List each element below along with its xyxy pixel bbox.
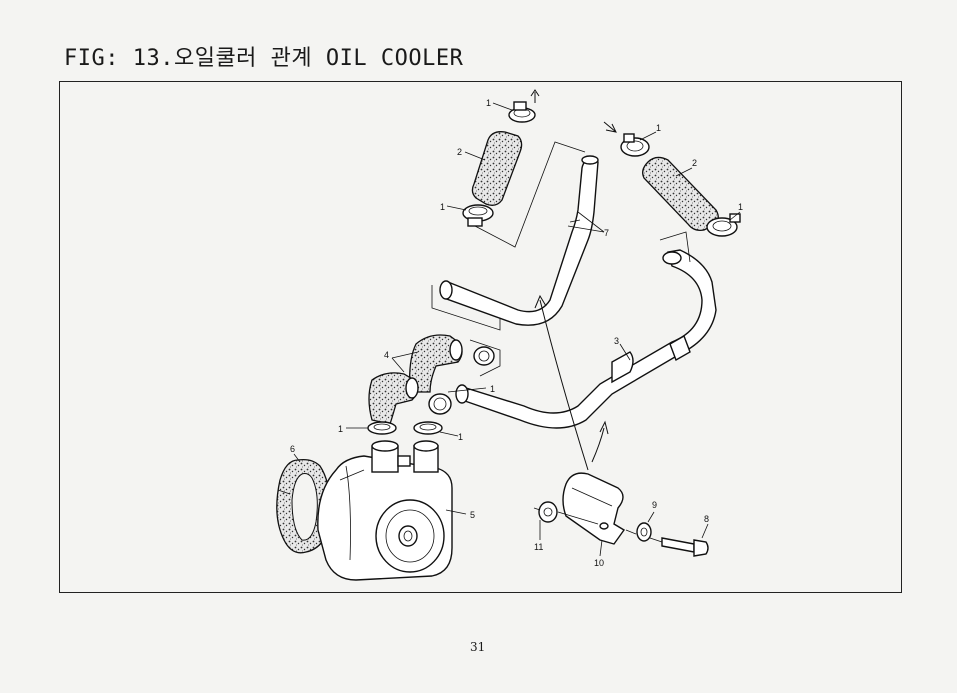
callout-2: 2 xyxy=(457,147,462,157)
hose-clamp-elbow-a xyxy=(473,346,495,366)
oil-cooler-body xyxy=(317,440,453,581)
callout-1: 1 xyxy=(486,98,491,108)
rubber-hose-right xyxy=(642,156,719,232)
callout-5: 5 xyxy=(470,510,475,520)
flow-arrow-in-icon xyxy=(603,121,617,133)
callout-1: 1 xyxy=(738,202,743,212)
hose-clamp-top-right xyxy=(620,133,650,157)
page-number: 31 xyxy=(470,640,486,654)
callout-8: 8 xyxy=(704,514,709,524)
washer xyxy=(636,522,652,542)
callout-11: 11 xyxy=(534,542,543,552)
hose-clamp-fitting-a xyxy=(367,421,397,435)
hose-clamp-elbow-b xyxy=(428,393,452,415)
spacer-collar xyxy=(538,501,558,523)
callout-10: 10 xyxy=(594,558,604,568)
hose-clamp-bottom-right xyxy=(706,213,741,237)
callout-1: 1 xyxy=(490,384,495,394)
oil-pipe-upper xyxy=(431,155,605,331)
upper-left-hose-group xyxy=(446,89,586,248)
upper-right-hose-group xyxy=(603,121,741,237)
callout-9: 9 xyxy=(652,500,657,510)
hose-clamp-fitting-b xyxy=(413,421,443,435)
oil-pipe-lower xyxy=(455,231,717,429)
callout-3: 3 xyxy=(614,336,619,346)
rubber-hose-left xyxy=(471,131,523,206)
mounting-bolt xyxy=(661,537,709,557)
hose-clamp-top-left xyxy=(508,101,536,123)
mounting-bracket xyxy=(562,472,626,545)
page-title: FIG: 13.오일쿨러 관계 OIL COOLER xyxy=(64,46,464,71)
diagram-frame xyxy=(59,81,902,593)
callout-4: 4 xyxy=(384,350,389,360)
flow-arrow-up-icon xyxy=(530,89,540,103)
oil-cooler-gasket xyxy=(276,458,331,554)
callout-1: 1 xyxy=(440,202,445,212)
callout-6: 6 xyxy=(290,444,295,454)
callout-1: 1 xyxy=(338,424,343,434)
elbow-hose-lower xyxy=(368,372,419,425)
callout-1: 1 xyxy=(458,432,463,442)
hose-clamp-bottom-left xyxy=(462,204,494,227)
callout-2: 2 xyxy=(692,158,697,168)
callout-7: 7 xyxy=(604,228,609,238)
assembly-arrow-icon xyxy=(534,294,609,471)
callout-1: 1 xyxy=(656,123,661,133)
